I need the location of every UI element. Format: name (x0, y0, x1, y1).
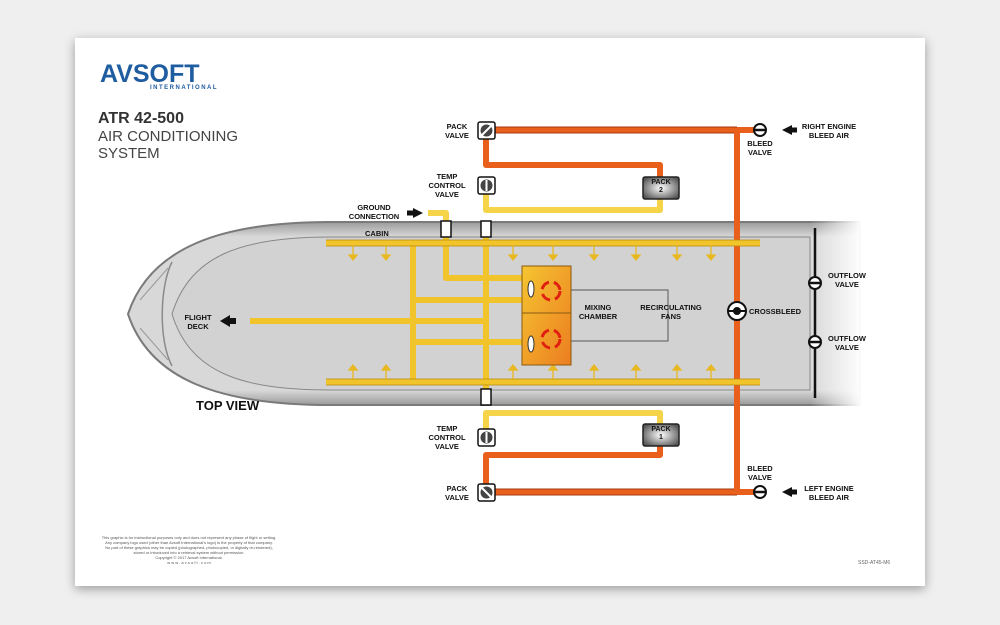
avsoft-logo: AVSOFT (100, 60, 200, 88)
distribution-ducts (250, 228, 760, 395)
document-code: SSD-AT45-M6 (858, 560, 891, 566)
title-model: ATR 42-500 (98, 110, 184, 127)
crossbleed-valve-icon (727, 301, 747, 321)
outflow-valve-icon (808, 276, 822, 349)
cabin-outlet-arrows (347, 246, 717, 379)
pack-2 (642, 176, 680, 200)
avsoft-logo-sub: INTERNATIONAL (150, 85, 219, 91)
fuselage (126, 218, 862, 409)
bleed-valve-top-icon (753, 123, 767, 137)
pack-valve-bottom-icon (477, 483, 496, 502)
temp-control-valve-top-icon (477, 176, 496, 195)
pack-valve-top-icon (477, 121, 496, 140)
pack-1 (642, 423, 680, 447)
label-crossbleed: CROSSBLEED (749, 307, 802, 316)
flow-arrow-icon (220, 125, 797, 497)
check-valve-icon (440, 220, 492, 406)
temp-control-valve-bottom-icon (477, 428, 496, 447)
disclaimer: This graphic is for instructional purpos… (101, 535, 277, 565)
bleed-valve-bottom-icon (753, 485, 767, 499)
mixing-chamber (521, 265, 572, 366)
label-top-view: TOP VIEW (196, 398, 260, 413)
label-cabin: CABIN (365, 229, 389, 238)
